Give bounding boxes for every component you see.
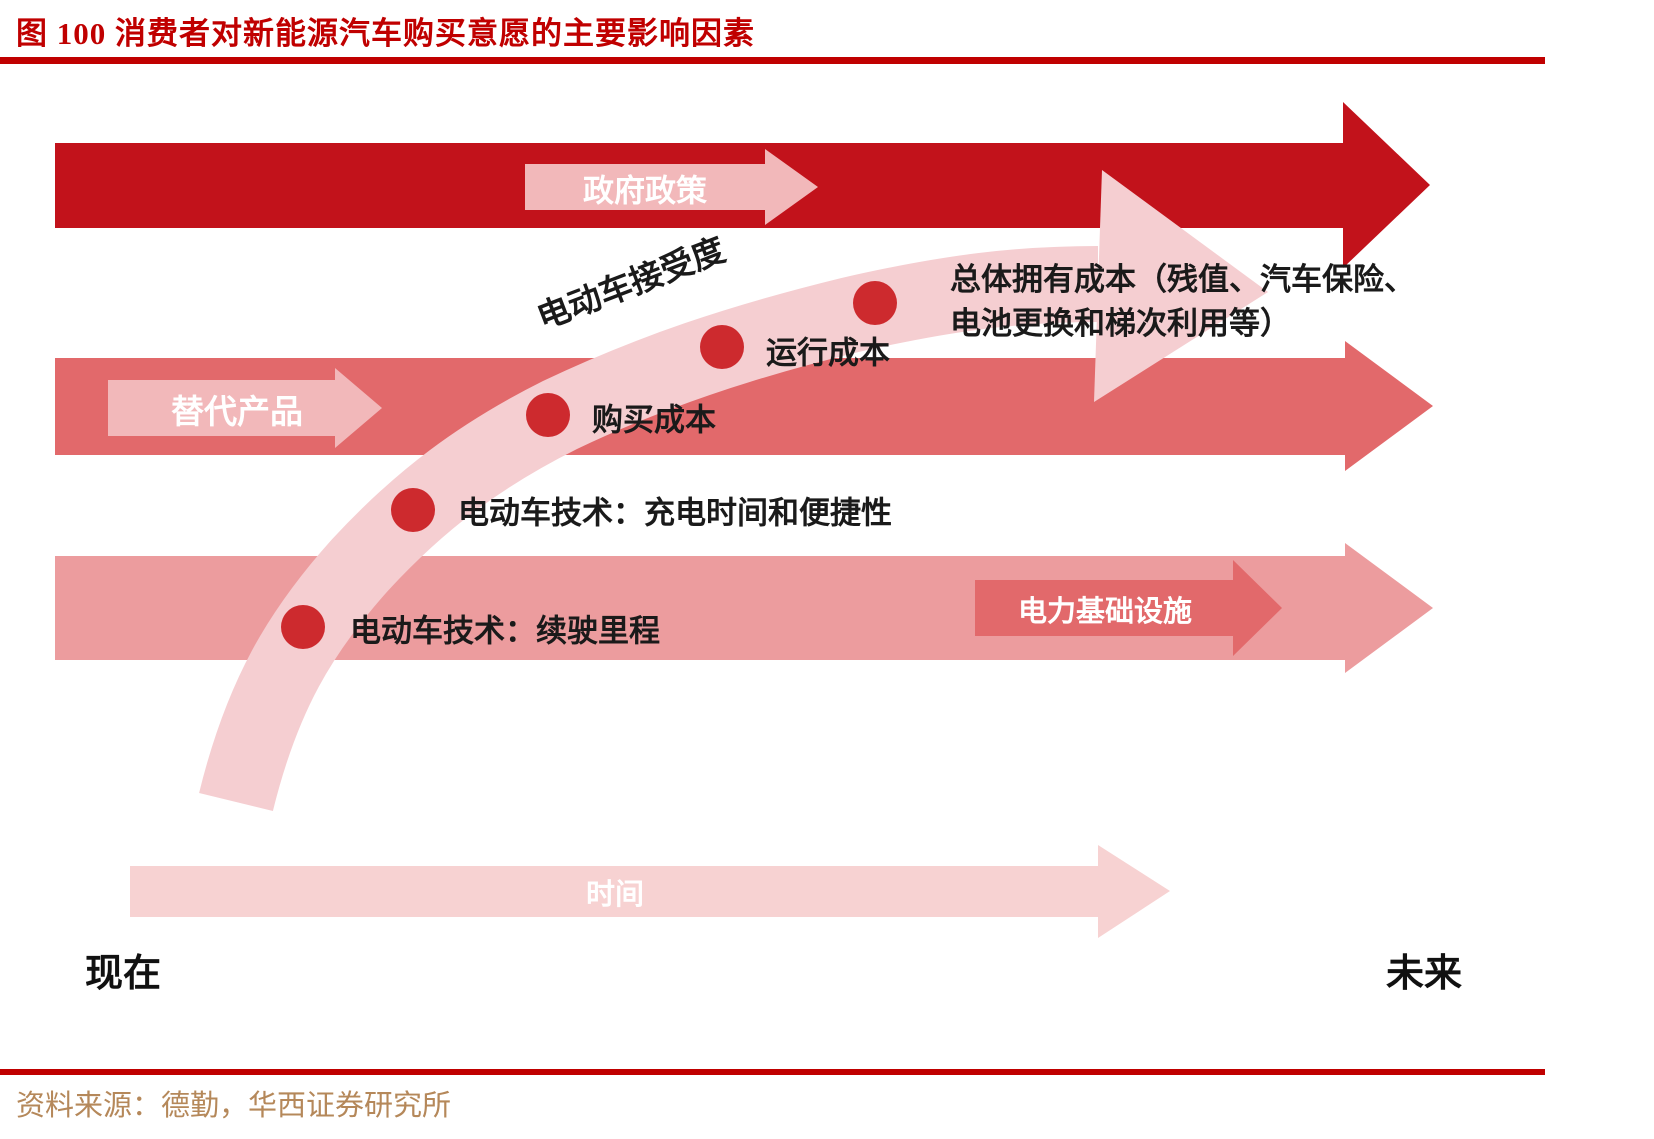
time-arrow bbox=[130, 845, 1170, 938]
timeline-now-label: 现在 bbox=[85, 953, 162, 995]
power-infrastructure-label: 电力基础设施 bbox=[1017, 596, 1193, 628]
factor-label-ownership-cost-line1: 总体拥有成本（残值、汽车保险、 bbox=[950, 262, 1415, 297]
factor-label-ownership-cost: 总体拥有成本（残值、汽车保险、 电池更换和梯次利用等） bbox=[950, 258, 1415, 346]
factor-label-purchase-cost: 购买成本 bbox=[592, 402, 716, 438]
government-policy-label: 政府政策 bbox=[583, 173, 707, 209]
substitute-products-arrow bbox=[108, 368, 382, 448]
timeline-future-label: 未来 bbox=[1386, 953, 1463, 995]
footer-divider-line bbox=[0, 1069, 1545, 1075]
middle-trend-arrow bbox=[55, 341, 1433, 471]
factor-dot-purchase-cost bbox=[526, 393, 570, 437]
factor-dot-charging bbox=[391, 488, 435, 532]
factor-label-charging: 电动车技术：充电时间和便捷性 bbox=[458, 495, 892, 531]
factor-label-range: 电动车技术：续驶里程 bbox=[350, 613, 660, 649]
substitute-products-label: 替代产品 bbox=[171, 395, 303, 431]
time-arrow-label: 时间 bbox=[585, 879, 645, 911]
factor-dot-range bbox=[281, 605, 325, 649]
factor-label-ownership-cost-line2: 电池更换和梯次利用等） bbox=[950, 306, 1291, 341]
adoption-curve-arrowhead bbox=[1094, 170, 1268, 402]
government-policy-arrow bbox=[525, 149, 818, 225]
power-infrastructure-arrow bbox=[975, 560, 1282, 656]
title-divider-line bbox=[0, 57, 1545, 64]
figure-title: 图 100 消费者对新能源汽车购买意愿的主要影响因素 bbox=[16, 16, 755, 51]
factor-dot-running-cost bbox=[700, 325, 744, 369]
source-note: 资料来源：德勤，华西证券研究所 bbox=[16, 1090, 452, 1122]
factor-label-running-cost: 运行成本 bbox=[766, 335, 890, 371]
factor-dot-ownership-cost bbox=[853, 281, 897, 325]
